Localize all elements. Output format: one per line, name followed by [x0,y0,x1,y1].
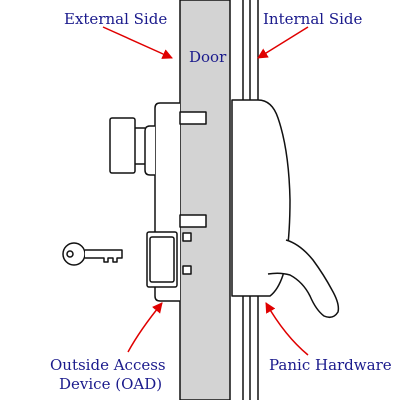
panic-hardware [231,99,340,319]
internal-side-label: Internal Side [263,10,363,28]
door-label: Door [189,48,227,66]
arrow-external-side [102,26,173,59]
oad-label-line1: Outside Access [50,356,166,374]
key-icon [62,242,123,266]
pointer-arrows [102,26,309,356]
panic-hardware-label: Panic Hardware [269,356,392,374]
arrow-panic-hardware [265,302,309,356]
arrow-internal-side [257,26,309,59]
oad-label-line2: Device (OAD) [59,375,162,393]
arrow-oad [127,302,163,353]
external-side-label: External Side [64,10,167,28]
outside-access-device [109,102,207,302]
